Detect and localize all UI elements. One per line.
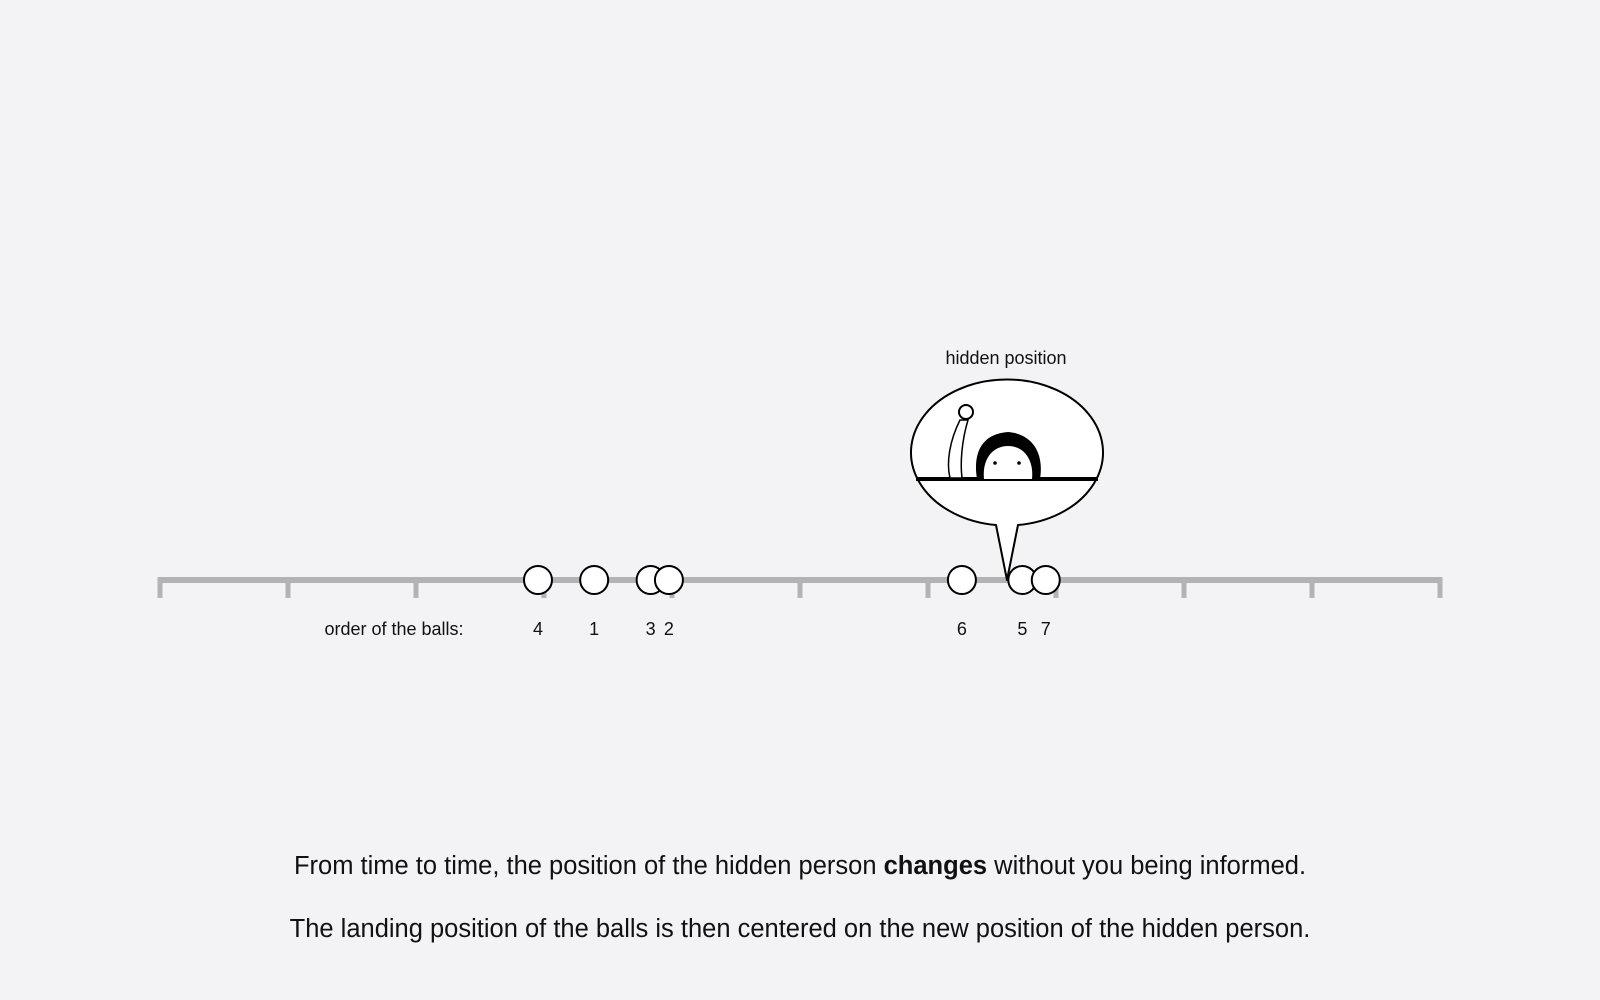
position-axis [157,577,1443,598]
instruction-line-1-start: From time to time, the position of the h… [293,852,877,880]
ball-order-number: 5 [1017,619,1027,639]
ball-order-number: 4 [533,619,543,639]
ball-marker [946,565,977,595]
ball-marker [653,565,684,595]
instruction-line-1-end: without you being informed. [994,852,1307,880]
instruction-line-1: From time to time, the position of the h… [0,852,1600,881]
ball-order-number: 3 [646,619,656,639]
eye-icon [1017,461,1021,465]
order-label: order of the balls: [324,619,463,639]
eye-icon [993,461,997,465]
raised-arm-icon [947,419,970,479]
hidden-position-bubble: hidden position [910,348,1104,581]
ball-order-number: 2 [664,619,674,639]
ball-marker [579,565,610,595]
held-ball-icon [958,404,974,420]
ball-order-number: 7 [1041,619,1051,639]
ball-marker [522,565,553,595]
hidden-position-label: hidden position [945,348,1066,368]
ball-marker [1030,565,1061,595]
ball-order-number: 1 [589,619,599,639]
instruction-emphasis: changes [883,852,988,880]
instruction-line-2: The landing position of the balls is the… [289,915,1311,943]
ball-order-number: 6 [957,619,967,639]
balls-layer [522,565,1061,595]
